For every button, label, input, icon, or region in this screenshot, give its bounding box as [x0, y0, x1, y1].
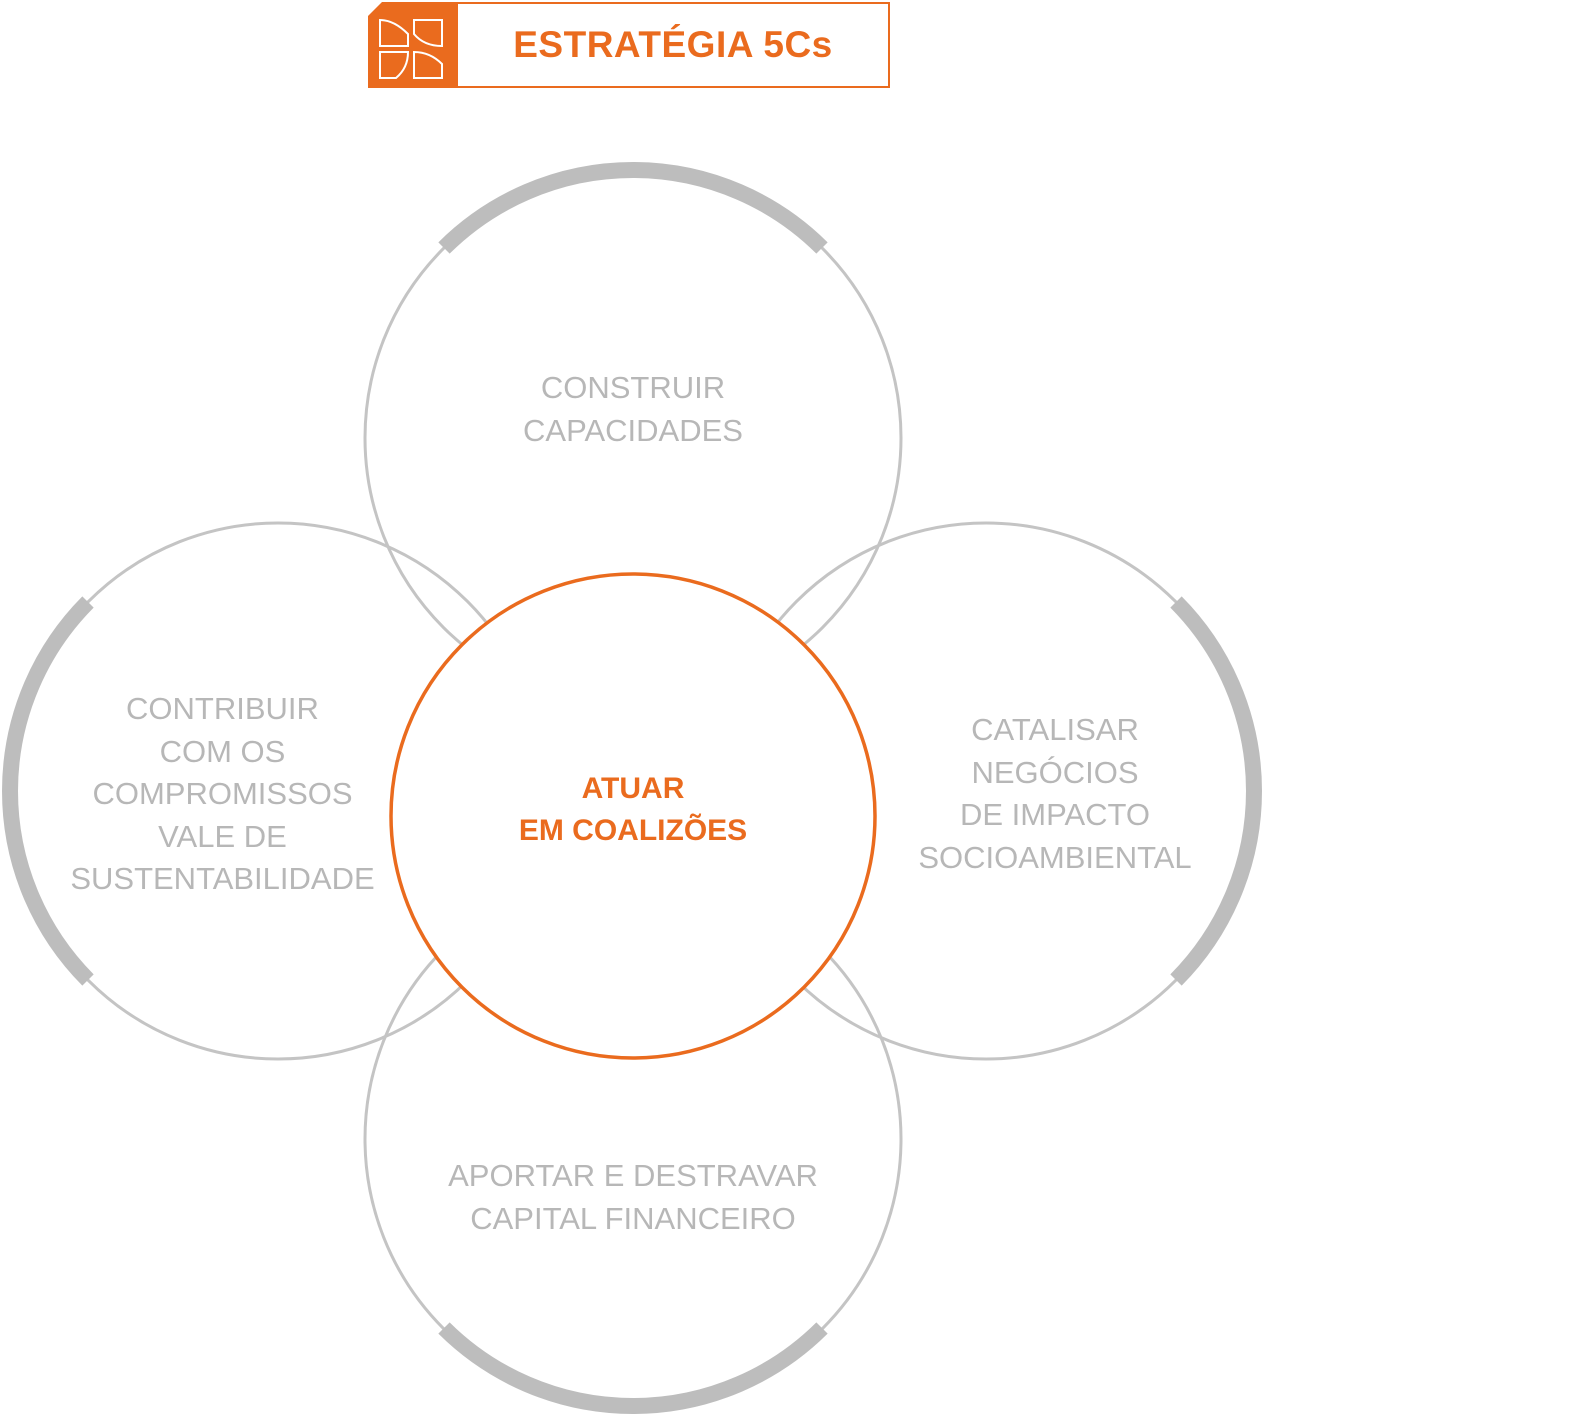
arc-right [1170, 596, 1262, 986]
label-right: CATALISAR NEGÓCIOS DE IMPACTO SOCIOAMBIE… [918, 712, 1192, 875]
label-bottom: APORTAR E DESTRAVAR CAPITAL FINANCEIRO [448, 1158, 818, 1236]
arc-left [2, 596, 94, 986]
leaf-pattern-icon [368, 2, 456, 88]
header-title: ESTRATÉGIA 5Cs [513, 24, 833, 65]
label-top: CONSTRUIR CAPACIDADES [523, 370, 743, 448]
arc-bottom [438, 1322, 828, 1414]
circle-center [389, 572, 877, 1060]
label-center: ATUAR EM COALIZÕES [518, 772, 748, 847]
arc-top [438, 162, 828, 254]
label-left: CONTRIBUIR COM OS COMPROMISSOS VALE DE S… [70, 691, 375, 896]
header-badge: ESTRATÉGIA 5Cs [368, 2, 890, 88]
header-title-box: ESTRATÉGIA 5Cs [456, 2, 890, 88]
